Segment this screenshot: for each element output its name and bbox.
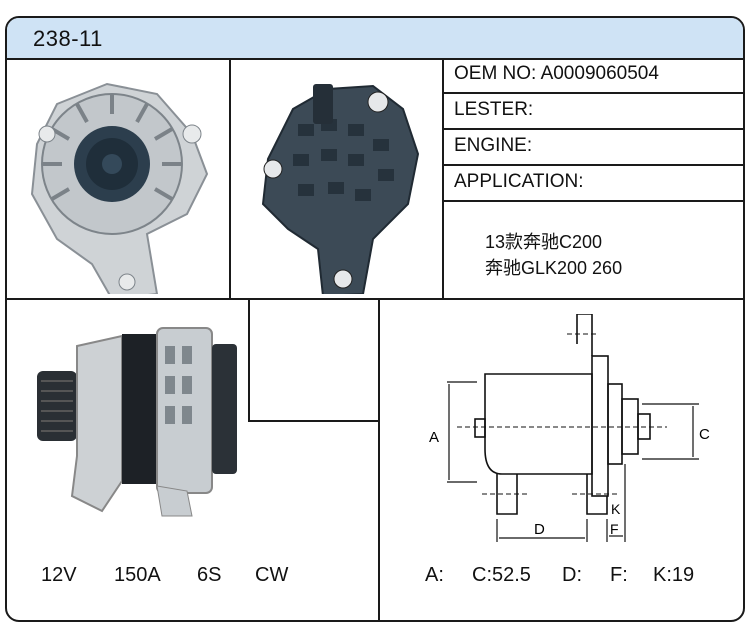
- dimension-a: A:: [425, 564, 444, 586]
- part-number-title: 238-11: [33, 26, 103, 51]
- divider-inner-horizontal: [248, 420, 380, 422]
- application-line-2: 奔驰GLK200 260: [485, 258, 623, 278]
- divider-vertical-bottom: [378, 300, 380, 620]
- divider-vertical-top-2: [442, 58, 444, 298]
- dimension-c: C:52.5: [472, 564, 531, 586]
- header-bar: 238-11: [7, 18, 743, 60]
- application-line-1: 13款奔驰C200: [485, 232, 603, 252]
- engine-label: ENGINE:: [454, 135, 533, 156]
- oem-number: OEM NO: A0009060504: [454, 63, 659, 84]
- spec-row-lester: LESTER:: [444, 94, 743, 130]
- lester-label: LESTER:: [454, 99, 534, 120]
- alternator-side-view-image: [37, 327, 237, 517]
- diagram-label-c: C: [699, 426, 710, 443]
- dimension-k: K:19: [653, 564, 695, 586]
- diagram-label-a: A: [429, 429, 439, 446]
- dimension-diagram: A C D F K: [429, 314, 710, 542]
- alternator-rear-view-image: [261, 84, 420, 294]
- pulley-type: 6S: [197, 564, 222, 586]
- divider-inner-vertical: [248, 300, 250, 420]
- rotation-direction: CW: [255, 564, 289, 586]
- divider-horizontal-middle: [7, 298, 743, 300]
- dimension-f: F:: [610, 564, 628, 586]
- current-rating: 150A: [114, 564, 161, 586]
- spec-row-application: APPLICATION:: [444, 166, 743, 202]
- spec-row-engine: ENGINE:: [444, 130, 743, 166]
- application-label: APPLICATION:: [454, 171, 584, 192]
- voltage-rating: 12V: [41, 564, 77, 586]
- dimension-d: D:: [562, 564, 582, 586]
- diagram-label-k: K: [611, 501, 621, 517]
- diagram-label-d: D: [534, 521, 545, 538]
- product-card: 238-11 OEM NO: A0009060504 LESTER: ENGIN…: [5, 16, 745, 622]
- divider-vertical-top-1: [229, 58, 231, 298]
- alternator-front-view-image: [30, 82, 209, 294]
- spec-row-oem: OEM NO: A0009060504: [444, 58, 743, 94]
- diagram-label-f: F: [610, 521, 619, 537]
